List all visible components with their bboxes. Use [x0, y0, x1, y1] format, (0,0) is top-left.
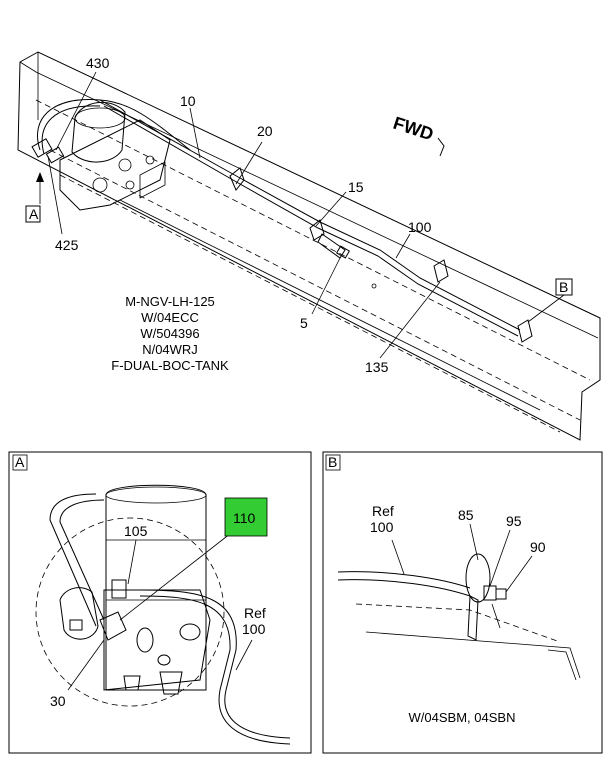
- detail-b-ref-num: 100: [370, 519, 394, 535]
- view-ref-b-label: B: [559, 279, 568, 295]
- detail-a-title: A: [15, 454, 25, 470]
- detail-b-leader-lines: [391, 523, 533, 593]
- note-line: F-DUAL-BOC-TANK: [111, 358, 229, 373]
- detail-b-ref-word: Ref: [372, 503, 394, 519]
- callout-15: 15: [348, 179, 364, 195]
- callout-430: 430: [86, 55, 110, 71]
- main-leader-lines: [36, 71, 565, 359]
- detail-a-frame: [8, 451, 312, 754]
- detail-a-callout-110: 110: [233, 510, 256, 526]
- frame-rail-illustration: [17, 51, 601, 441]
- note-line: W/504396: [140, 326, 199, 341]
- callout-135: 135: [365, 359, 389, 375]
- detail-b-callout-85: 85: [458, 507, 474, 523]
- view-ref-a-label: A: [29, 206, 39, 222]
- callout-20: 20: [257, 123, 273, 139]
- detail-b-title-box: [325, 454, 341, 471]
- configuration-notes: M-NGV-LH-125 W/04ECC W/504396 N/04WRJ F-…: [111, 294, 229, 373]
- callout-425: 425: [55, 237, 79, 253]
- detail-b-callout-95: 95: [506, 513, 522, 529]
- detail-a-panel: A: [8, 451, 312, 754]
- note-line: M-NGV-LH-125: [125, 294, 215, 309]
- callout-100: 100: [408, 219, 432, 235]
- view-ref-a-box[interactable]: [25, 205, 41, 223]
- callout-5: 5: [300, 315, 308, 331]
- detail-b-callout-90: 90: [530, 539, 546, 555]
- detail-a-callout-30: 30: [50, 693, 66, 709]
- note-line: W/04ECC: [141, 310, 199, 325]
- callout-10: 10: [180, 93, 196, 109]
- detail-a-ref-num: 100: [242, 621, 266, 637]
- view-ref-b-box[interactable]: [555, 278, 573, 296]
- detail-a-title-box: [12, 454, 28, 471]
- detail-b-frame: [322, 451, 603, 754]
- detail-a-ref-word: Ref: [244, 605, 266, 621]
- detail-b-panel: B: [322, 451, 603, 754]
- note-line: N/04WRJ: [142, 342, 198, 357]
- detail-b-title: B: [328, 454, 337, 470]
- detail-a-leader-lines: [67, 525, 253, 691]
- fwd-label: FWD: [391, 113, 436, 145]
- detail-a-callout-105: 105: [124, 523, 148, 539]
- highlight-110-box[interactable]: [224, 497, 268, 537]
- detail-b-footnote: W/04SBM, 04SBN: [409, 710, 516, 725]
